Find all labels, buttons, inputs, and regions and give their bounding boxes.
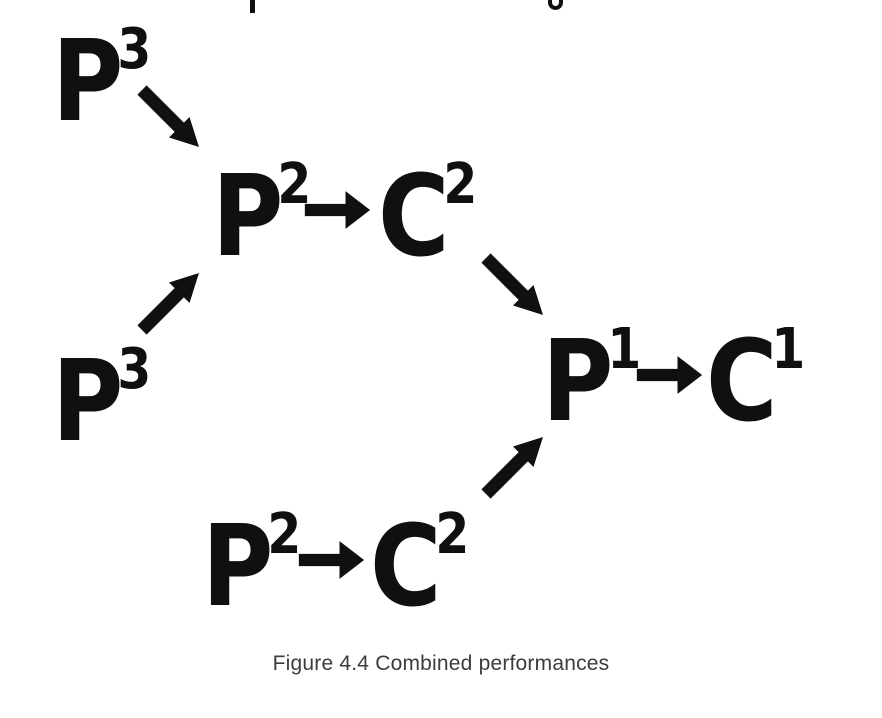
node-p3-left: P3 bbox=[52, 342, 151, 459]
node-c1: C1 bbox=[706, 322, 805, 439]
node-letter: C bbox=[378, 152, 450, 282]
node-letter: C bbox=[706, 317, 778, 447]
right-arrow-icon bbox=[298, 541, 365, 579]
figure-caption: Figure 4.4 Combined performances bbox=[272, 652, 610, 675]
node-superscript: 2 bbox=[443, 152, 478, 217]
node-letter: P bbox=[212, 152, 283, 282]
node-letter: P bbox=[542, 317, 613, 447]
up-right-arrow-icon bbox=[481, 437, 543, 499]
node-superscript: 2 bbox=[277, 152, 312, 217]
node-letter: P bbox=[52, 337, 123, 467]
node-letter: P bbox=[202, 502, 273, 632]
down-right-arrow-icon bbox=[481, 253, 543, 315]
node-superscript: 1 bbox=[771, 317, 806, 382]
node-superscript: 2 bbox=[267, 502, 302, 567]
node-p2-bottom: P2 bbox=[202, 507, 301, 624]
node-superscript: 3 bbox=[117, 17, 152, 82]
right-arrow-icon bbox=[636, 356, 703, 394]
node-letter: C bbox=[370, 502, 442, 632]
cropped-text-descender bbox=[548, 0, 563, 10]
node-superscript: 3 bbox=[117, 337, 152, 402]
node-p2-mid: P2 bbox=[212, 157, 311, 274]
node-p1: P1 bbox=[542, 322, 641, 439]
up-right-arrow-icon bbox=[137, 273, 199, 335]
cropped-text-descender bbox=[250, 0, 255, 13]
node-superscript: 2 bbox=[435, 502, 470, 567]
node-c2-bottom: C2 bbox=[370, 507, 469, 624]
down-right-arrow-icon bbox=[137, 85, 199, 147]
node-superscript: 1 bbox=[607, 317, 642, 382]
node-letter: P bbox=[52, 17, 123, 147]
node-p3-top: P3 bbox=[52, 22, 151, 139]
node-c2-mid: C2 bbox=[378, 157, 477, 274]
right-arrow-icon bbox=[304, 191, 371, 229]
